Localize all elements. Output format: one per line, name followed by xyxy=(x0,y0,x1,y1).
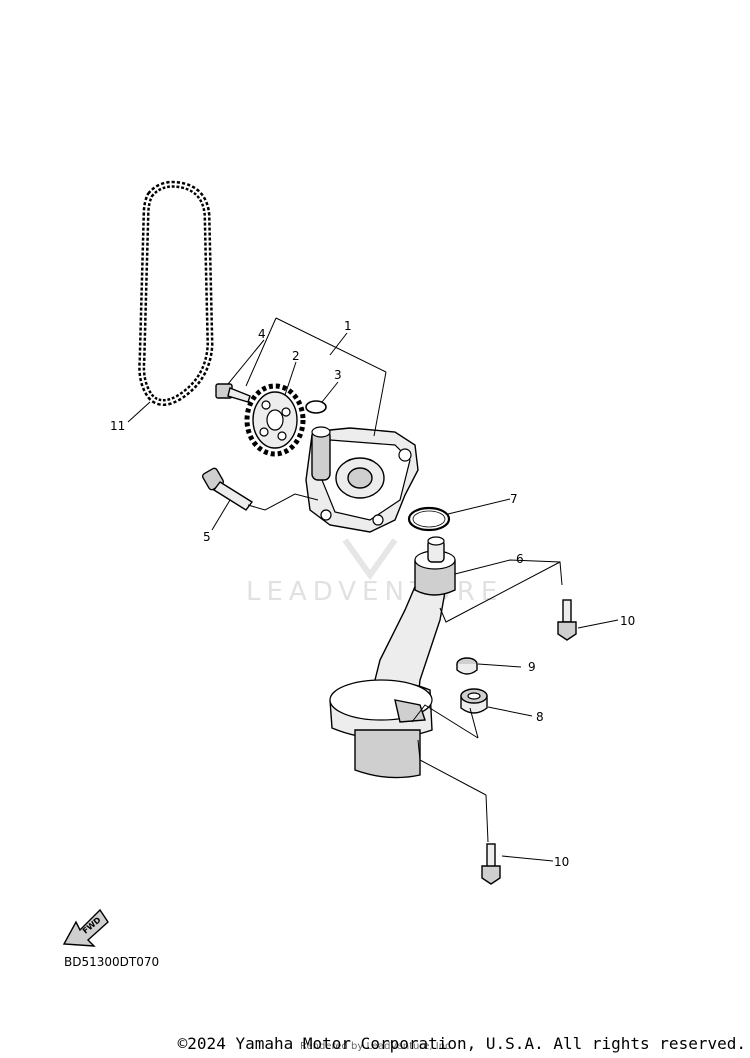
part-10-bolt-upper[interactable] xyxy=(557,599,577,641)
callout-8: 8 xyxy=(536,710,544,724)
callout-4: 4 xyxy=(258,327,266,341)
part-11-chain[interactable] xyxy=(138,180,214,406)
watermark: LEADVENTURE xyxy=(246,538,503,607)
callout-3: 3 xyxy=(334,368,342,382)
part-10-bolt-lower[interactable] xyxy=(481,843,501,885)
callout-5: 5 xyxy=(203,530,211,544)
callout-2: 2 xyxy=(292,349,300,363)
part-5-bolt[interactable] xyxy=(201,467,254,511)
part-6-oil-strainer[interactable] xyxy=(329,536,456,779)
callout-11: 11 xyxy=(110,419,125,433)
part-7-o-ring[interactable] xyxy=(407,506,451,532)
copyright-text: ©2024 Yamaha Motor Corporation, U.S.A. A… xyxy=(177,1034,746,1053)
part-2-sprocket[interactable] xyxy=(244,383,306,457)
part-8-collar[interactable] xyxy=(460,688,488,714)
leader-lines xyxy=(127,317,619,862)
callout-1: 1 xyxy=(344,319,352,333)
callout-7: 7 xyxy=(510,492,518,506)
diagram-code: BD51300DT070 xyxy=(64,955,160,969)
part-3-o-ring[interactable] xyxy=(305,400,327,414)
watermark-text: LEADVENTURE xyxy=(246,577,503,607)
part-9-plug[interactable] xyxy=(456,657,478,675)
callout-10-lower: 10 xyxy=(554,855,569,869)
part-4-bolt[interactable] xyxy=(215,383,251,403)
callout-labels: 1 2 3 4 5 6 7 8 9 10 10 11 xyxy=(110,319,635,869)
callout-9: 9 xyxy=(528,660,536,674)
callout-6: 6 xyxy=(516,552,524,566)
part-1-oil-pump[interactable] xyxy=(305,426,419,533)
fwd-arrow-icon: FWD xyxy=(62,908,109,947)
rendered-by-text: Rendered by LeadVenture, Inc. xyxy=(300,1041,454,1052)
callout-10-upper: 10 xyxy=(620,614,635,628)
